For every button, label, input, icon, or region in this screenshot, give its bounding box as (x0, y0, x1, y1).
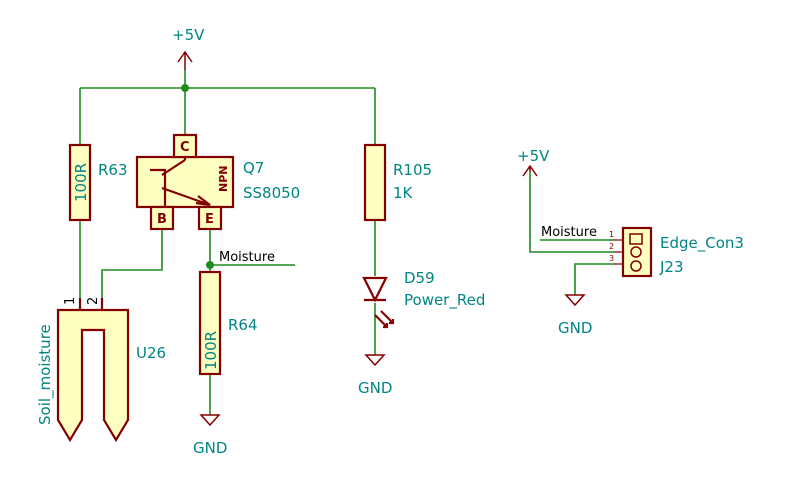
wires (79, 70, 613, 415)
u26-ref: U26 (136, 344, 166, 362)
r63-ref: R63 (98, 161, 128, 179)
power-gnd-d59: GND (358, 354, 392, 397)
j23-value: Edge_Con3 (660, 234, 744, 253)
j23-pin-2: 2 (609, 242, 614, 251)
q7-pin-e-label: E (205, 212, 214, 227)
u26-pin-2: 2 (86, 297, 101, 305)
transistor-q7: C B E NPN Q7 SS8050 (135, 133, 300, 231)
junction-vcc (181, 84, 189, 92)
r105-value: 1K (393, 184, 414, 202)
power-gnd-r64-label: GND (193, 439, 227, 457)
j23-pin-3: 3 (609, 254, 614, 263)
q7-pin-b-label: B (157, 212, 167, 227)
power-vcc-main-label: +5V (172, 26, 205, 44)
power-vcc-conn: +5V (517, 147, 550, 177)
j23-body (621, 226, 653, 278)
net-label-moisture-conn: Moisture (541, 225, 597, 240)
q7-pin-c-label: C (180, 140, 190, 155)
power-vcc-conn-label: +5V (517, 147, 550, 165)
q7-pin-e-box (197, 205, 223, 231)
wire-conn-gnd (574, 263, 613, 295)
power-gnd-conn-label: GND (558, 319, 592, 337)
connector-j23: 1 2 3 Edge_Con3 J23 (609, 226, 744, 278)
d59-value: Power_Red (404, 291, 485, 310)
r64-ref: R64 (228, 316, 258, 334)
power-gnd-r64: GND (193, 414, 227, 457)
junction-moisture (206, 261, 214, 269)
j23-pin-1: 1 (609, 230, 614, 239)
u26-pin-1: 1 (63, 297, 78, 305)
resistor-r64: 100R R64 (198, 270, 258, 376)
power-vcc-main: +5V (172, 26, 205, 70)
q7-ref: Q7 (243, 159, 264, 177)
r105-ref: R105 (393, 161, 432, 179)
wire-conn-vcc (529, 172, 613, 253)
power-gnd-d59-label: GND (358, 379, 392, 397)
q7-type: NPN (217, 166, 230, 192)
led-d59: D59 Power_Red (362, 269, 485, 329)
r63-value: 100R (72, 163, 90, 202)
resistor-r105: R105 1K (363, 143, 432, 222)
wire-q7-base-to-u26 (101, 230, 163, 298)
net-label-moisture-q7: Moisture (219, 250, 275, 265)
sensor-u26: 1 2 Soil_moisture U26 (36, 297, 166, 443)
resistor-r63: 100R R63 (68, 143, 128, 222)
q7-pin-b-box (149, 205, 175, 231)
power-gnd-conn: GND (558, 294, 592, 337)
r64-value: 100R (202, 331, 220, 370)
j23-ref: J23 (659, 258, 684, 276)
q7-value: SS8050 (243, 184, 300, 202)
d59-ref: D59 (404, 269, 435, 287)
u26-value: Soil_moisture (36, 324, 55, 425)
